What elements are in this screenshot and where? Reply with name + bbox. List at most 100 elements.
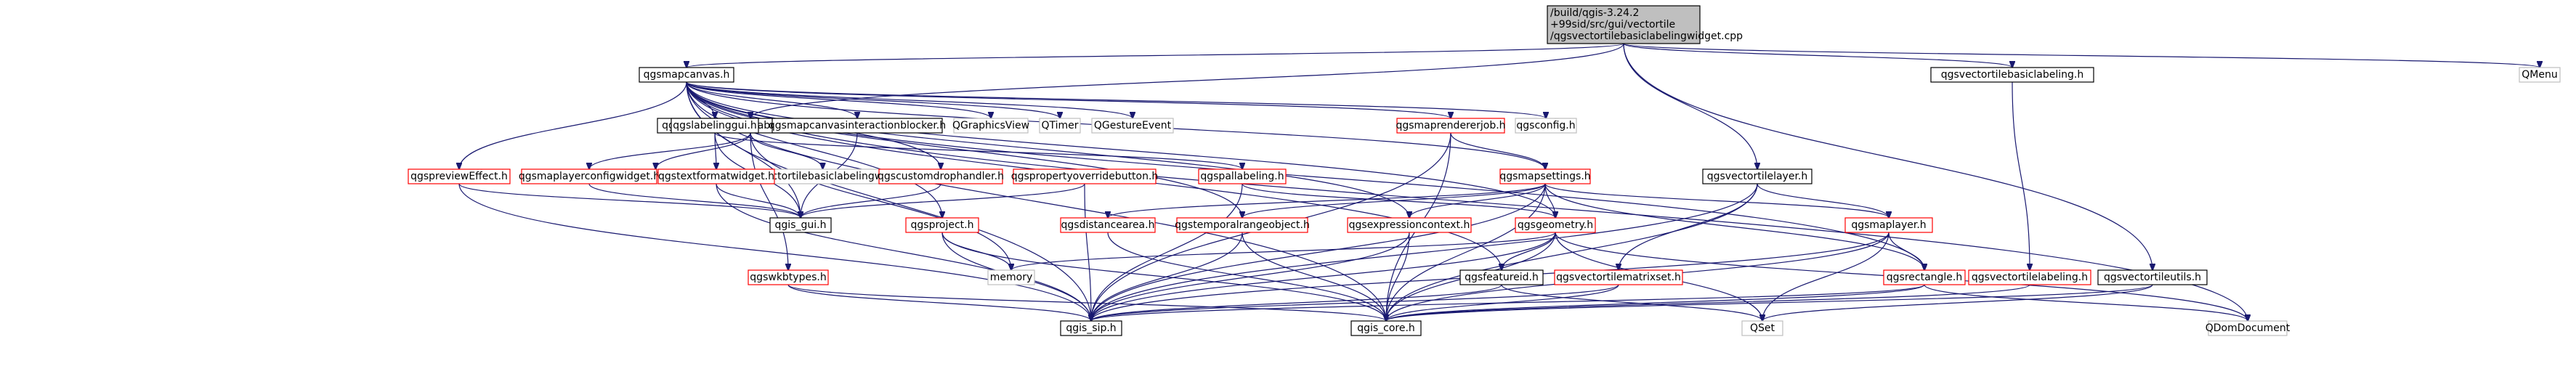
node-interactionblocker[interactable]: qgsmapcanvasinteractionblocker.h — [769, 118, 946, 134]
node-distancearea[interactable]: qgsdistancearea.h — [1060, 217, 1156, 233]
node-box — [1060, 320, 1122, 336]
node-memory[interactable]: memory — [987, 269, 1035, 285]
edge-vtutils-to-qset — [1762, 284, 2153, 321]
node-box — [1515, 217, 1596, 233]
node-vtlabeling[interactable]: qgsvectortilelabeling.h — [1968, 269, 2091, 285]
edge-root-to-qmenu — [1623, 43, 2540, 68]
edge-customdrophandler-to-qgis_gui — [801, 183, 941, 218]
node-box — [987, 269, 1035, 285]
edge-vtlabeling-to-qgis_core — [1386, 284, 2030, 321]
node-box — [878, 168, 1003, 184]
node-label: qgsrectangle.h — [1887, 272, 1962, 283]
node-box — [1554, 269, 1683, 285]
node-rectangle[interactable]: qgsrectangle.h — [1883, 269, 1966, 285]
node-box — [2208, 320, 2288, 336]
edge-textformatwidget-to-qgis_gui — [716, 183, 801, 218]
node-label: qgspallabeling.h — [1200, 171, 1284, 182]
node-box — [1039, 118, 1081, 134]
edge-mapsettings-to-qgis_core — [1386, 183, 1546, 321]
node-project[interactable]: qgsproject.h — [905, 217, 979, 233]
edge-mapcanvas-to-qgestureevent — [686, 81, 1133, 118]
edge-mapsettings-to-distancearea — [1108, 183, 1546, 218]
edge-mapsettings-to-exprcontext — [1409, 183, 1546, 218]
edge-pallabeling-to-qgis_sip — [1091, 183, 1243, 321]
node-previeweffect[interactable]: qgspreviewEffect.h — [408, 168, 511, 184]
node-label: /qgsvectortilebasiclabelingwidget.cpp — [1550, 31, 1743, 42]
edge-exprcontext-to-qgis_sip — [1091, 232, 1410, 321]
node-qgis_core[interactable]: qgis_core.h — [1350, 320, 1422, 336]
edge-geometry-to-qgis_sip — [1091, 232, 1556, 321]
edge-vectortilelayer-to-qgis_sip — [1091, 183, 1758, 321]
node-matrixset[interactable]: qgsvectortilematrixset.h — [1554, 269, 1683, 285]
edge-mapcanvas-to-qtimer — [686, 81, 1060, 118]
node-qgis_gui[interactable]: qgis_gui.h — [769, 217, 832, 233]
node-label: qgsconfig.h — [1516, 120, 1575, 131]
edge-propoverride-to-qgis_sip — [1084, 183, 1091, 321]
node-box — [521, 168, 657, 184]
node-box — [1702, 168, 1812, 184]
node-vtbl_h[interactable]: qgsvectortilebasiclabeling.h — [1930, 67, 2094, 83]
node-label: QTimer — [1041, 120, 1078, 131]
edge-maplayerconfig-to-qgis_gui — [588, 183, 801, 218]
node-box — [953, 118, 1029, 134]
node-root[interactable]: /build/qgis-3.24.2+99sid/src/gui/vectort… — [1547, 5, 1743, 44]
node-box — [1547, 5, 1701, 44]
node-box — [657, 168, 775, 184]
node-qgis_sip[interactable]: qgis_sip.h — [1060, 320, 1122, 336]
node-label: qgswkbtypes.h — [750, 272, 826, 283]
node-temporalrange[interactable]: qgstemporalrangeobject.h — [1175, 217, 1310, 233]
edge-root-to-vtutils — [1623, 43, 2152, 270]
node-geometry[interactable]: qgsgeometry.h — [1515, 217, 1596, 233]
node-wkbtypes[interactable]: qgswkbtypes.h — [748, 269, 829, 285]
edge-project-to-qgis_core — [941, 232, 1386, 321]
node-customdrophandler[interactable]: qgscustomdrophandler.h — [878, 168, 1004, 184]
node-label: QGraphicsView — [952, 120, 1029, 131]
edge-wkbtypes-to-qgis_sip — [787, 284, 1091, 321]
node-maprendererjob[interactable]: qgsmaprendererjob.h — [1396, 118, 1506, 134]
edge-vtblw_h-to-ui_widget — [750, 132, 823, 169]
node-label: memory — [990, 272, 1033, 283]
node-box — [2097, 269, 2208, 285]
node-box — [1198, 168, 1287, 184]
node-qmenu[interactable]: QMenu — [2519, 67, 2561, 83]
edge-previeweffect-to-qgis_sip — [458, 183, 1091, 321]
node-propoverride[interactable]: qgspropertyoverridebutton.h — [1011, 168, 1159, 184]
node-qgestureevent[interactable]: QGestureEvent — [1091, 118, 1174, 134]
node-qtimer[interactable]: QTimer — [1039, 118, 1081, 134]
node-qdomdocument[interactable]: QDomDocument — [2206, 320, 2291, 336]
edge-mapcanvas-to-qgsconfig — [686, 81, 1546, 118]
node-labelinggui[interactable]: qgslabelinggui.h — [671, 118, 759, 134]
edge-featureid-to-qgis_sip — [1091, 284, 1502, 321]
node-label: qgsmaprendererjob.h — [1396, 120, 1505, 131]
edge-vtblw_h-to-wkbtypes — [750, 132, 788, 270]
node-label: qgsmapcanvas.h — [644, 69, 730, 81]
node-mapcanvas[interactable]: qgsmapcanvas.h — [639, 67, 734, 83]
node-pallabeling[interactable]: qgspallabeling.h — [1198, 168, 1287, 184]
node-vectortilelayer[interactable]: qgsvectortilelayer.h — [1702, 168, 1812, 184]
edge-mapcanvas-to-temporalrange — [686, 81, 1242, 218]
node-textformatwidget[interactable]: qgstextformatwidget.h — [657, 168, 775, 184]
node-label: qgsfeatureid.h — [1465, 272, 1539, 283]
node-featureid[interactable]: qgsfeatureid.h — [1459, 269, 1544, 285]
node-label: QSet — [1750, 322, 1775, 334]
node-vtutils[interactable]: qgsvectortileutils.h — [2097, 269, 2208, 285]
edge-mapsettings-to-rectangle — [1544, 183, 1924, 270]
edge-rectangle-to-qdomdocument — [1924, 284, 2248, 321]
node-qgraphicsview[interactable]: QGraphicsView — [952, 118, 1029, 134]
node-qset[interactable]: QSet — [1741, 320, 1783, 336]
edge-previeweffect-to-qgis_gui — [458, 183, 801, 218]
node-label: QMenu — [2522, 69, 2557, 81]
edge-root-to-mapcanvas — [686, 43, 1624, 68]
node-maplayerconfig[interactable]: qgsmaplayerconfigwidget.h — [519, 168, 660, 184]
node-mapsettings[interactable]: qgsmapsettings.h — [1499, 168, 1591, 184]
edge-mapcanvas-to-interactionblocker — [686, 81, 857, 118]
edge-maplayer-to-qset — [1762, 232, 1890, 321]
node-qgsconfig[interactable]: qgsconfig.h — [1515, 118, 1577, 134]
node-label: QDomDocument — [2206, 322, 2291, 334]
edge-root-to-vectortilelayer — [1623, 43, 1757, 169]
node-label: qgsdistancearea.h — [1061, 219, 1155, 231]
node-maplayer[interactable]: qgsmaplayer.h — [1844, 217, 1933, 233]
node-exprcontext[interactable]: qgsexpressioncontext.h — [1347, 217, 1472, 233]
node-label: QGestureEvent — [1094, 120, 1172, 131]
node-box — [769, 217, 832, 233]
